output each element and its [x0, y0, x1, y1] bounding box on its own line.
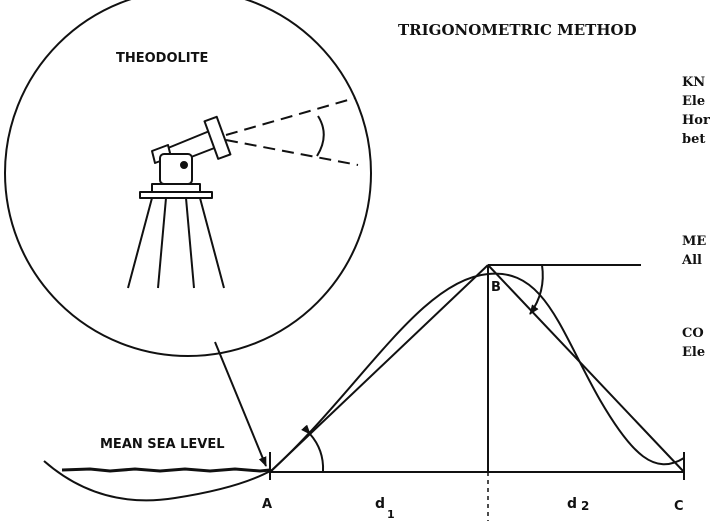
earth-curve	[43, 460, 273, 502]
mean-sea-level-label: MEAN SEA LEVEL	[100, 437, 225, 452]
inset-leader-arrow	[214, 341, 267, 467]
measured-line-1: All	[681, 253, 702, 268]
theodolite-icon	[127, 115, 232, 289]
sight-line-top-to-c	[487, 264, 685, 473]
computed-notes: CO Ele	[682, 326, 705, 360]
angle-arc-top	[529, 264, 544, 315]
theodolite-inset-circle	[4, 0, 372, 357]
mountain-profile	[269, 272, 685, 473]
distance-d1-main: d	[375, 496, 385, 512]
known-notes: KN Ele Hor bet	[682, 75, 710, 147]
distance-d2-main: d	[567, 496, 577, 512]
theodolite-label: THEODOLITE	[116, 51, 208, 66]
known-line-3: bet	[682, 132, 705, 147]
distance-d1-sub: 1	[387, 508, 395, 521]
computed-line-1: Ele	[682, 345, 705, 360]
inset-sight-lines	[225, 97, 359, 166]
measured-notes: ME All	[681, 234, 706, 268]
point-b-label: B	[491, 280, 501, 295]
measured-heading: ME	[682, 234, 706, 249]
diagram-title: TRIGONOMETRIC METHOD	[398, 21, 637, 39]
angle-arc-a	[301, 424, 325, 472]
known-line-1: Ele	[682, 94, 705, 109]
computed-heading: CO	[682, 326, 704, 341]
point-a-label: A	[262, 497, 272, 512]
known-heading: KN	[682, 75, 705, 90]
point-c-label: C	[674, 499, 684, 514]
known-line-2: Hor	[682, 113, 710, 128]
distance-d2-sub: 2	[581, 499, 589, 513]
sea-surface-line	[61, 467, 271, 473]
